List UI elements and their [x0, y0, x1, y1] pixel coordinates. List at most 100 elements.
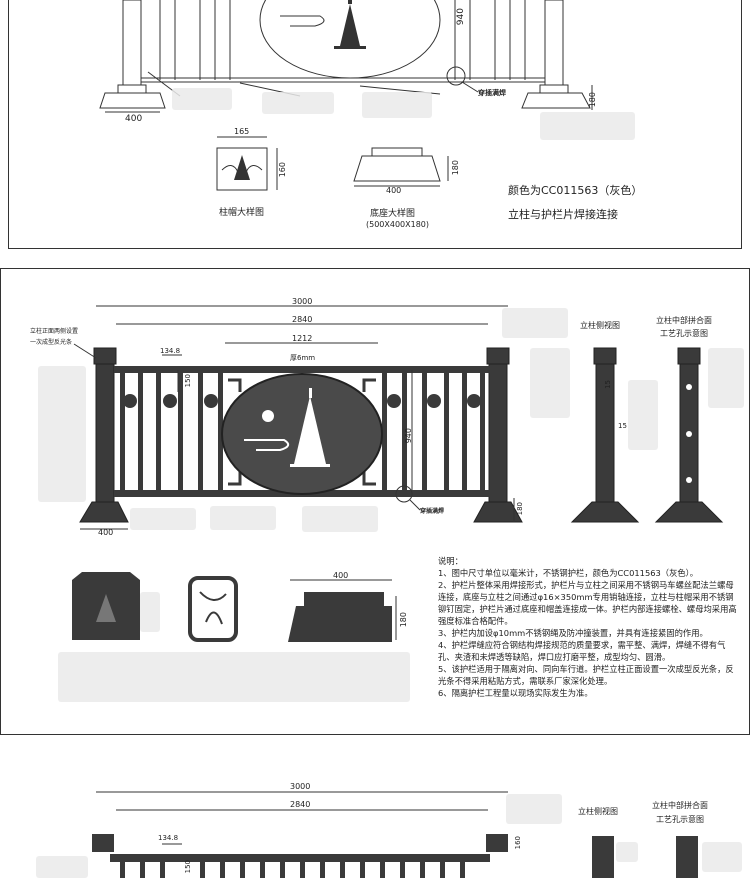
- dim-180: 180: [516, 502, 524, 516]
- mid-hole-label-1: 立柱中部拼合面: [656, 316, 712, 325]
- orchid-icon: [199, 591, 227, 625]
- cloud-icon: [244, 439, 290, 451]
- pagoda-icon: [334, 0, 366, 49]
- left-post: [79, 347, 129, 523]
- dim-160: 160: [514, 836, 522, 850]
- left-base: [117, 84, 147, 94]
- bottom-railing-drawing: [92, 791, 698, 878]
- cap-label: 柱帽大样图: [219, 208, 265, 218]
- top-rail: [114, 366, 491, 373]
- process-hole-icon: [686, 384, 692, 483]
- top-railing-drawing: [99, 0, 593, 191]
- mid-hole-label-2: 工艺孔示意图: [660, 329, 708, 338]
- dim-150: 150: [184, 374, 192, 388]
- base-detail-drawing: [353, 155, 441, 182]
- dim-center: 1212: [292, 334, 313, 343]
- blurred-watermark: [36, 856, 88, 878]
- note-item: 5、该护栏适用于隔离对向、同向车行道。护栏立柱正面设置一次成型反光条，反光条不得…: [438, 664, 734, 686]
- post-hole-view: [676, 836, 698, 878]
- dim-134: 134.8: [158, 834, 179, 842]
- note-item: 4、护栏焊缝应符合钢结构焊接规范的质量要求，需平整、满焊，焊缝不得有气孔、夹渣和…: [438, 640, 726, 662]
- blurred-watermark: [140, 592, 160, 632]
- note-item: 6、隔离护栏工程量以现场实际发生为准。: [438, 688, 593, 698]
- blurred-watermark: [130, 508, 196, 530]
- left-post: [122, 0, 142, 86]
- base-detail-width: 400: [333, 571, 349, 580]
- lotus-pagoda-icon: [221, 155, 263, 180]
- blurred-watermark: [172, 88, 232, 110]
- cap-width: 165: [234, 127, 250, 136]
- blurred-watermark: [38, 366, 86, 502]
- post-side-view: [592, 836, 614, 878]
- blurred-watermark: [502, 308, 568, 338]
- dim-134: 134.8: [160, 347, 181, 355]
- rosette-detail-drawing: [188, 576, 238, 642]
- blurred-watermark: [58, 652, 410, 702]
- right-post: [544, 0, 564, 86]
- dim-940: 940: [404, 428, 413, 444]
- side-view-label: 立柱侧视图: [580, 321, 620, 330]
- right-post: [473, 347, 523, 523]
- top-dim-400: 400: [125, 114, 143, 124]
- base-label: 底座大样图: [370, 209, 416, 219]
- base-detail-top: [371, 147, 423, 157]
- blurred-watermark: [708, 348, 744, 408]
- dim-total: 3000: [292, 297, 313, 306]
- reflector-note-2: 一次成型反光条: [30, 339, 73, 346]
- fretwork-ornament: [228, 378, 376, 486]
- top-rail: [110, 854, 490, 862]
- weld-callout: [395, 485, 413, 503]
- base-detail-drawing: [288, 592, 392, 642]
- cloud-icon: [280, 15, 325, 27]
- middle-railing-drawing: [72, 305, 724, 642]
- cap-height: 160: [278, 162, 287, 178]
- mid-hole-label-2: 工艺孔示意图: [656, 815, 704, 824]
- top-panel: 940 400 180 穿插满焊 165 160 柱帽大样图 400 180 底…: [0, 0, 750, 258]
- right-base: [539, 84, 569, 94]
- note-item: 1、图中尺寸单位以毫米计，不锈钢护栏，颜色为CC011563（灰色）。: [438, 568, 699, 578]
- base-size: (500X400X180): [366, 220, 430, 229]
- reflector-note-1: 立柱正面两侧设置: [30, 328, 79, 335]
- bottom-panel: 3000 2840 134.8 150 160 立柱侧视图 立柱中部拼合面 工艺…: [0, 738, 750, 878]
- dim-15a: 15: [604, 380, 612, 389]
- dim-total: 3000: [290, 782, 311, 791]
- dim-400: 400: [98, 528, 114, 537]
- mid-hole-label-1: 立柱中部拼合面: [652, 801, 708, 810]
- top-weld-note: 穿插满焊: [478, 89, 506, 97]
- blurred-watermark: [616, 842, 638, 862]
- base-width: 400: [386, 186, 402, 195]
- dim-150: 150: [184, 860, 192, 874]
- blurred-watermark: [302, 506, 378, 532]
- design-notes: 说明： 1、图中尺寸单位以毫米计，不锈钢护栏，颜色为CC011563（灰色）。 …: [438, 555, 738, 699]
- pagoda-icon: [290, 388, 330, 467]
- base-detail-height: 180: [399, 612, 408, 628]
- weld-note: 穿插满焊: [420, 508, 445, 515]
- base-height: 180: [451, 160, 460, 176]
- flower-ornament-icon: [123, 394, 481, 408]
- middle-panel: 3000 2840 1212 厚6mm 134.8 150 940 180 40…: [0, 262, 750, 735]
- weld-note-2: 立柱与护栏片焊接连接: [508, 208, 618, 221]
- top-dim-180: 180: [588, 92, 597, 108]
- blurred-watermark: [530, 348, 570, 418]
- post-side-view: [570, 347, 640, 523]
- side-view-label: 立柱侧视图: [578, 807, 618, 816]
- moon-icon: [262, 410, 274, 422]
- blurred-watermark: [540, 112, 635, 140]
- note-item: 3、护栏内加设φ10mm不锈钢绳及防冲撞装置，并具有连接紧固的作用。: [438, 628, 708, 638]
- weld-callout: [446, 66, 466, 86]
- dim-inner: 2840: [290, 800, 311, 809]
- blurred-watermark: [628, 380, 658, 450]
- blurred-watermark: [702, 842, 742, 872]
- blurred-watermark: [506, 794, 562, 824]
- lotus-pagoda-icon: [96, 594, 116, 622]
- railing-bars: [120, 373, 485, 490]
- notes-title: 说明：: [438, 556, 463, 566]
- railing-bars: [120, 862, 465, 878]
- blurred-watermark: [262, 92, 334, 114]
- blurred-watermark: [210, 506, 276, 530]
- note-item: 2、护栏片整体采用焊接形式，护栏片与立柱之间采用不锈钢马车螺丝配法兰螺母连接，底…: [438, 580, 737, 626]
- right-post-cap: [486, 834, 508, 852]
- color-note: 颜色为CC011563（灰色）: [508, 184, 643, 197]
- left-post-cap: [92, 834, 114, 852]
- top-drawing-frame: [8, 0, 742, 249]
